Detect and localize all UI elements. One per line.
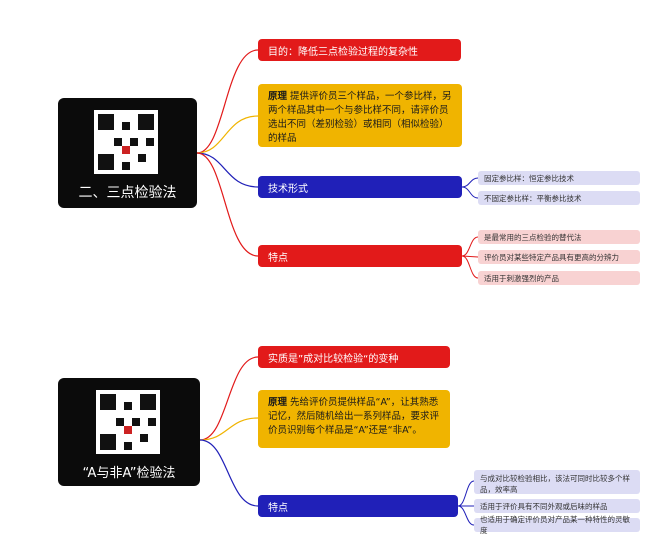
qr-code-icon: [96, 390, 160, 454]
principle-text: 先给评价员提供样品“A”，让其熟悉记忆，然后随机给出一系列样品，要求评价员识别每…: [268, 397, 440, 436]
goal-node: 目的：降低三点检验过程的复杂性: [258, 39, 461, 61]
qr-code-icon: [94, 110, 158, 174]
principle-label: 原理: [268, 397, 288, 408]
principle-text: 提供评价员三个样品，一个参比样，另两个样品其中一个与参比样不同，请评价员选出不同…: [268, 91, 452, 144]
feature-item: 是最常用的三点检验的替代法: [478, 230, 640, 244]
root-node-a-not-a-test: “A与非A”检验法: [58, 378, 200, 486]
feature-node: 特点: [258, 495, 458, 517]
principle-node: 原理 先给评价员提供样品“A”，让其熟悉记忆，然后随机给出一系列样品，要求评价员…: [258, 390, 450, 448]
tech-item: 不固定参比样：平衡参比技术: [478, 191, 640, 205]
feature-item: 适用于评价具有不同外观或后味的样品: [474, 499, 640, 513]
root-node-triangle-test: 二、三点检验法: [58, 98, 197, 208]
feature-item: 适用于刺激强烈的产品: [478, 271, 640, 285]
feature-item: 评价员对某些特定产品具有更高的分辨力: [478, 250, 640, 264]
principle-node: 原理 提供评价员三个样品，一个参比样，另两个样品其中一个与参比样不同，请评价员选…: [258, 84, 462, 147]
feature-node: 特点: [258, 245, 462, 267]
root-title: “A与非A”检验法: [82, 466, 176, 481]
essence-node: 实质是”成对比较检验“的变种: [258, 346, 450, 368]
feature-item: 与成对比较检验相比，该法可同时比较多个样品，效率高: [474, 470, 640, 494]
principle-label: 原理: [268, 91, 288, 102]
root-title: 二、三点检验法: [78, 185, 177, 201]
tech-item: 固定参比样：恒定参比技术: [478, 171, 640, 185]
feature-item: 也适用于确定评价员对产品某一种特性的灵敏度: [474, 515, 640, 535]
tech-form-node: 技术形式: [258, 176, 462, 198]
